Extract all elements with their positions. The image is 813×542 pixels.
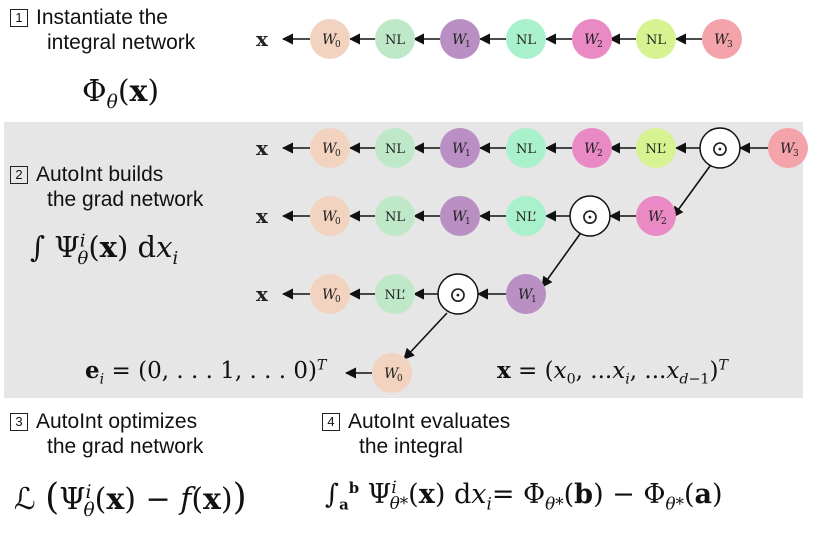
nl-node-label: NL — [385, 210, 405, 225]
step-4-line2: the integral — [359, 435, 463, 458]
w0-node — [310, 274, 350, 314]
w3-subscript: 3 — [793, 149, 799, 159]
w1-node-label: W — [452, 209, 468, 225]
w1-subscript: 1 — [465, 217, 471, 227]
step-1-line1: Instantiate the — [36, 6, 168, 29]
w0-node — [310, 19, 350, 59]
w0-node-label: W — [322, 141, 338, 157]
w3-node-label: W — [714, 32, 730, 48]
w2-node-label: W — [648, 209, 664, 225]
step-4-label: 4 AutoInt evaluates the integral — [322, 409, 510, 459]
w0-subscript: 0 — [335, 217, 341, 227]
w1-node — [440, 196, 480, 236]
nl-prime-node-label: NL’ — [384, 288, 405, 303]
w0-node-label: W — [322, 287, 338, 303]
hadamard-product-node — [437, 273, 479, 315]
step-2-line2: the grad network — [47, 188, 204, 211]
output-x-label: x — [256, 204, 269, 228]
unit-vector-formula: ei = (0, . . . 1, . . . 0)T — [85, 357, 327, 388]
step-2-label: 2 AutoInt builds the grad network — [10, 162, 203, 212]
w0-subscript: 0 — [335, 295, 341, 305]
w2-subscript: 2 — [597, 149, 603, 159]
w2-node — [572, 19, 612, 59]
w2-node — [572, 128, 612, 168]
nl-node — [636, 19, 676, 59]
nl-node — [506, 19, 546, 59]
w3-node-label: W — [780, 141, 796, 157]
w1-subscript: 1 — [465, 40, 471, 50]
step-1-label: 1 Instantiate the integral network — [10, 5, 195, 55]
grad-network-row-c: x W 0 NL’ ⊙ W 1 — [256, 273, 546, 360]
grad-network-row-d: W 0 — [344, 353, 412, 393]
w2-subscript: 2 — [597, 40, 603, 50]
nl-prime-node — [506, 196, 546, 236]
step-4-number: 4 — [322, 413, 340, 431]
w1-node-label: W — [518, 287, 534, 303]
integral-network-formula: Φθ(x) — [82, 74, 160, 113]
nl-prime-node — [375, 274, 415, 314]
hadamard-product-node — [569, 195, 611, 237]
step-2-number: 2 — [10, 166, 28, 184]
w2-subscript: 2 — [661, 217, 667, 227]
step-2-line1: AutoInt builds — [36, 163, 164, 186]
nl-prime-node — [636, 128, 676, 168]
w1-node — [506, 274, 546, 314]
w1-subscript: 1 — [531, 295, 537, 305]
w0-node-label: W — [322, 32, 338, 48]
w1-node — [440, 128, 480, 168]
hadamard-symbol: ⊙ — [581, 205, 599, 230]
w1-node-label: W — [452, 141, 468, 157]
nl-node-label: NL — [516, 142, 536, 157]
nl-prime-node-label: NL’ — [645, 142, 666, 157]
step-3-label: 3 AutoInt optimizes the grad network — [10, 409, 203, 459]
integral-network-row: x W 0 NL W 1 NL W 2 NL W 3 — [256, 19, 742, 59]
step-3-number: 3 — [10, 413, 28, 431]
loss-formula: ℒ (Ψiθ(x) − f(x)) — [14, 477, 247, 521]
w2-node — [636, 196, 676, 236]
hadamard-product-node — [699, 127, 741, 169]
w0-node — [310, 128, 350, 168]
w1-node — [440, 19, 480, 59]
hadamard-symbol: ⊙ — [711, 137, 729, 162]
w2-node-label: W — [584, 141, 600, 157]
input-vector-formula: x = (x0, ...xi, ...xd−1)T — [497, 357, 728, 388]
nl-node-label: NL — [646, 33, 666, 48]
nl-node — [506, 128, 546, 168]
nl-prime-node-label: NL’ — [515, 210, 536, 225]
w0-node-label: W — [322, 209, 338, 225]
hadamard-symbol: ⊙ — [449, 283, 467, 308]
w0-subscript: 0 — [335, 40, 341, 50]
step-1-line2: integral network — [47, 31, 196, 54]
nl-node — [375, 128, 415, 168]
nl-node-label: NL — [385, 33, 405, 48]
w3-node — [702, 19, 742, 59]
output-x-label: x — [256, 136, 269, 160]
grad-network-formula: ∫ Ψiθ(x) dxi — [30, 230, 179, 269]
w2-node-label: W — [584, 32, 600, 48]
output-x-label: x — [256, 27, 269, 51]
w3-subscript: 3 — [727, 40, 733, 50]
w0-subscript: 0 — [397, 374, 403, 384]
w0-node — [372, 353, 412, 393]
nl-node-label: NL — [385, 142, 405, 157]
w0-subscript: 0 — [335, 149, 341, 159]
grad-network-row-a: x W 0 NL W 1 NL W 2 NL’ ⊙ W 3 — [256, 127, 808, 218]
w1-subscript: 1 — [465, 149, 471, 159]
w0-node — [310, 196, 350, 236]
evaluation-formula: ∫ab Ψiθ*(x) dxi= Φθ*(b) − Φθ*(a) — [325, 477, 723, 514]
nl-node — [375, 19, 415, 59]
output-x-label: x — [256, 282, 269, 306]
step-4-line1: AutoInt evaluates — [348, 410, 511, 433]
step-3-line1: AutoInt optimizes — [36, 410, 198, 433]
w3-node — [768, 128, 808, 168]
w1-node-label: W — [452, 32, 468, 48]
grad-network-row-b: x W 0 NL W 1 NL’ ⊙ W 2 — [256, 195, 676, 288]
step-3-line2: the grad network — [47, 435, 204, 458]
step-1-number: 1 — [10, 9, 28, 27]
nl-node-label: NL — [516, 33, 536, 48]
nl-node — [375, 196, 415, 236]
w0-node-label: W — [384, 366, 400, 382]
